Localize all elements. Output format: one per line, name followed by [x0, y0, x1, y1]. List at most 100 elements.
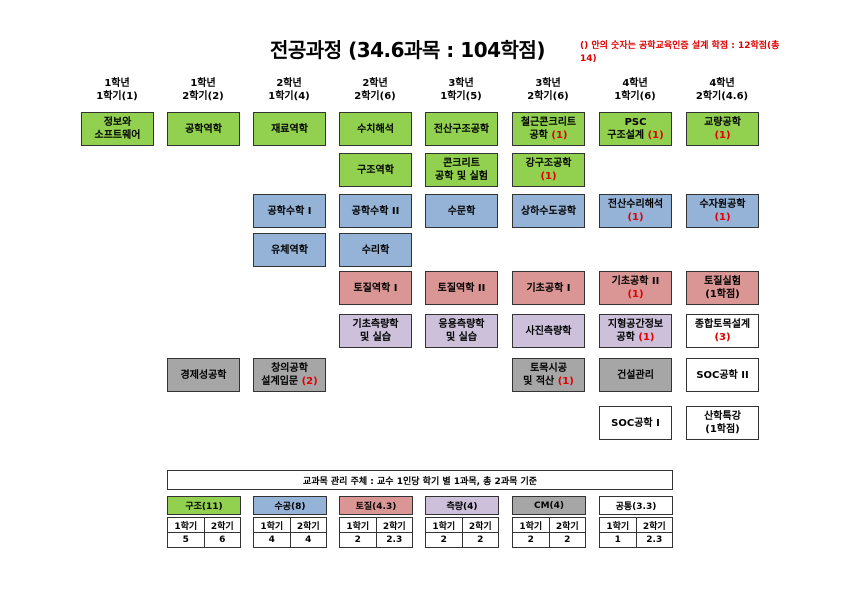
course-name: 철근콘크리트 공학 (1) [520, 117, 577, 141]
course-box: 기초공학 I [512, 271, 585, 305]
course-name: 경제성공학 [180, 369, 227, 381]
course-box: SOC공학 II [686, 358, 759, 392]
course-name: 산학특강 (1학점) [704, 411, 741, 435]
course-name: 지형공간정보 공학 (1) [607, 319, 664, 343]
legend-label: 측량(4) [425, 496, 499, 515]
legend-semester: 2학기 [461, 517, 499, 533]
legend-semester: 1학기 [425, 517, 463, 533]
course-name: 수자원공학 (1) [699, 199, 746, 223]
course-box: 철근콘크리트 공학 (1) [512, 112, 585, 146]
course-name: 토질역학 I [353, 282, 398, 294]
legend-count: 2.3 [635, 532, 673, 548]
legend-semester: 2학기 [375, 517, 413, 533]
course-name: 구조역학 [357, 164, 394, 176]
course-box: 종합토목설계 (3) [686, 314, 759, 348]
legend-count: 5 [167, 532, 205, 548]
course-name: 기초공학 II (1) [611, 276, 660, 300]
legend-semester: 2학기 [289, 517, 327, 533]
legend-label: 구조(11) [167, 496, 241, 515]
course-name: 응용측량학 및 실습 [438, 319, 485, 343]
semester-year: 1학년 [190, 78, 216, 89]
semester-term: 1학기(4) [268, 91, 310, 102]
legend-semester: 2학기 [548, 517, 586, 533]
course-name: 공학역학 [185, 123, 222, 135]
course-box: 산학특강 (1학점) [686, 406, 759, 440]
course-box: 토질역학 II [425, 271, 498, 305]
legend-count: 2.3 [375, 532, 413, 548]
semester-year: 3학년 [535, 78, 561, 89]
legend-semester: 2학기 [635, 517, 673, 533]
course-name: 전산구조공학 [433, 123, 490, 135]
semester-year: 2학년 [276, 78, 302, 89]
course-name: 수리학 [361, 244, 390, 256]
course-box: 응용측량학 및 실습 [425, 314, 498, 348]
course-box: 정보와 소프트웨어 [81, 112, 154, 146]
course-name: 창의공학 설계입문 (2) [261, 363, 318, 387]
course-name: 기초공학 I [526, 282, 571, 294]
legend-count: 2 [548, 532, 586, 548]
legend-count: 2 [461, 532, 499, 548]
legend-semester: 1학기 [167, 517, 205, 533]
course-box: 지형공간정보 공학 (1) [599, 314, 672, 348]
course-name: 교량공학 (1) [704, 117, 741, 141]
design-credit: (1) [644, 130, 664, 141]
course-name: 수문학 [447, 205, 476, 217]
course-name: 공학수학 II [351, 205, 400, 217]
course-box: 재료역학 [253, 112, 326, 146]
course-name: 공학수학 I [267, 205, 312, 217]
design-credit: (1) [627, 289, 644, 300]
design-credit: (3) [714, 332, 731, 343]
course-name: SOC공학 I [611, 417, 660, 429]
course-box: 공학수학 I [253, 194, 326, 228]
semester-year: 4학년 [709, 78, 735, 89]
course-box: 수리학 [339, 233, 412, 267]
course-box: 강구조공학 (1) [512, 153, 585, 187]
course-name: 재료역학 [271, 123, 308, 135]
course-name: 토목시공 및 적산 (1) [523, 363, 574, 387]
design-credit: (1) [627, 212, 644, 223]
course-name: 토질실험 (1학점) [704, 276, 741, 300]
legend-count: 1 [599, 532, 637, 548]
course-name: 종합토목설계 (3) [694, 319, 751, 343]
course-name: PSC 구조설계 (1) [607, 117, 664, 141]
course-box: 토질역학 I [339, 271, 412, 305]
page-title: 전공과정 (34.6과목 : 104학점) [270, 38, 545, 62]
course-box: 경제성공학 [167, 358, 240, 392]
legend-label: 공통(3.3) [599, 496, 673, 515]
legend-semester: 1학기 [339, 517, 377, 533]
course-box: 건설관리 [599, 358, 672, 392]
course-box: 공학역학 [167, 112, 240, 146]
course-name: 사진측량학 [525, 325, 572, 337]
semester-year: 1학년 [104, 78, 130, 89]
course-name: 건설관리 [617, 369, 654, 381]
course-box: 사진측량학 [512, 314, 585, 348]
course-box: PSC 구조설계 (1) [599, 112, 672, 146]
course-name: 전산수리해석 (1) [607, 199, 664, 223]
legend-count: 4 [253, 532, 291, 548]
course-box: SOC공학 I [599, 406, 672, 440]
course-box: 교량공학 (1) [686, 112, 759, 146]
course-box: 수문학 [425, 194, 498, 228]
design-credit: (1) [540, 171, 557, 182]
course-box: 수자원공학 (1) [686, 194, 759, 228]
course-name: 수치해석 [357, 123, 394, 135]
course-box: 구조역학 [339, 153, 412, 187]
legend-count: 2 [512, 532, 550, 548]
course-box: 토질실험 (1학점) [686, 271, 759, 305]
semester-term: 1학기(6) [614, 91, 656, 102]
course-name: 상하수도공학 [520, 205, 577, 217]
